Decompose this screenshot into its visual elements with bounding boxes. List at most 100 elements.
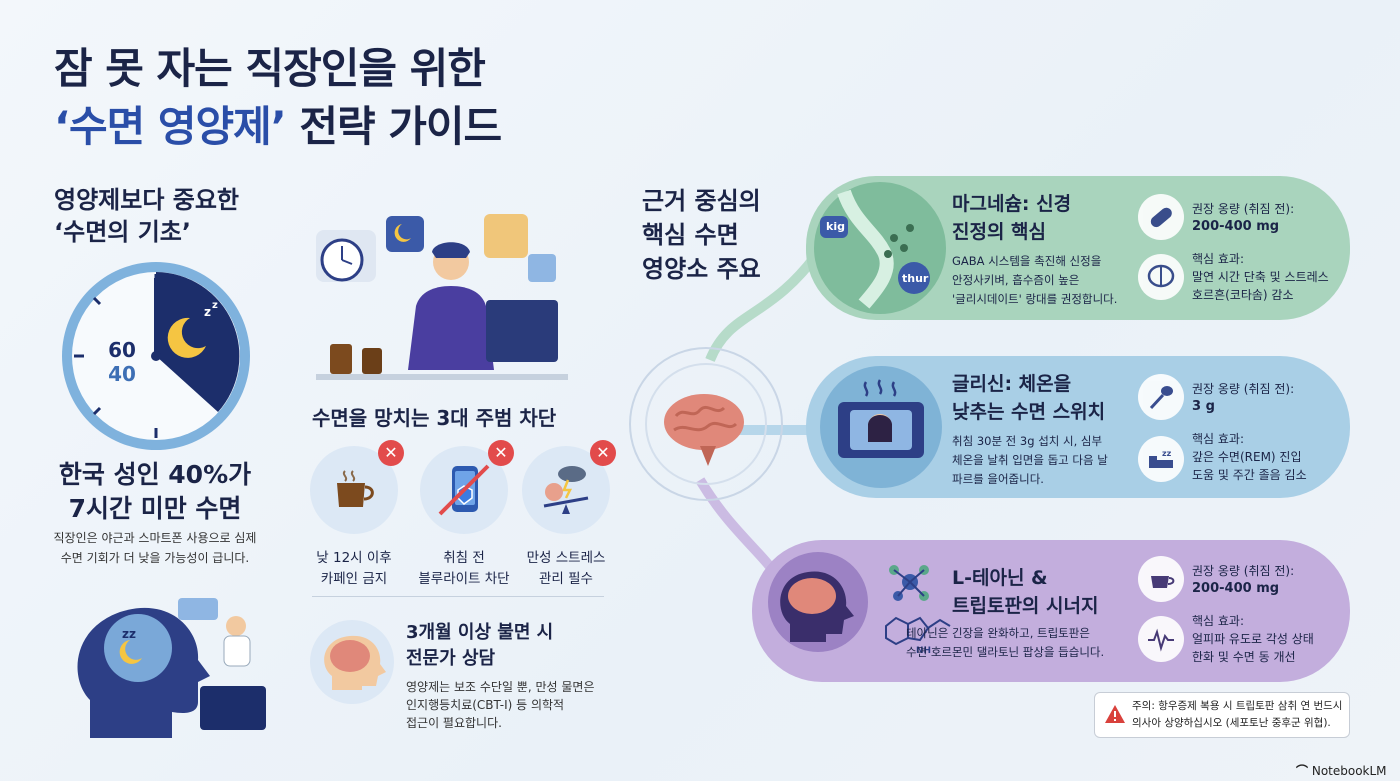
magnesium-title-line1: 마그네슘: 신경: [952, 193, 1072, 215]
sleep-stat-desc: 직장인은 야근과 스마트폰 사용으로 심제 수면 기회가 더 낮을 가능성이 급…: [30, 528, 280, 568]
theanine-effect-label: 핵심 효과:: [1192, 614, 1245, 628]
warning-box: [1094, 692, 1350, 738]
glycine-effect-label: 핵심 효과:: [1192, 432, 1245, 446]
glycine-dose-value: 3 g: [1192, 399, 1215, 414]
foundation-heading-line2: ‘수면의 기초’: [54, 218, 191, 246]
culprit-caffeine-line1: 낮 12시 이후: [316, 550, 392, 566]
forbidden-x-icon: ✕: [378, 440, 404, 466]
magnesium-dose: 권장 옹량 (취짐 전): 200-400 mg: [1192, 200, 1294, 236]
foundation-heading-line1: 영양제보다 중요한: [54, 186, 239, 214]
stress-icon: [543, 466, 589, 514]
bed-icon: zz: [1138, 436, 1184, 482]
head-illustration: zz: [77, 598, 266, 738]
coffee-cup-icon-2: [362, 348, 382, 374]
tea-cup-icon: [1138, 556, 1184, 602]
brainwave-icon: [1138, 616, 1184, 662]
culprit-caffeine-circle: ✕: [310, 440, 404, 534]
culprit-stress-line1: 만성 스트레스: [526, 550, 606, 566]
culprit-bluelight-label: 취침 전 블루라이트 차단: [410, 548, 518, 590]
culprit-stress-line2: 관리 필수: [539, 571, 593, 587]
brain-head-icon: [780, 571, 854, 642]
expert-title-line2: 전문가 상담: [406, 648, 496, 669]
culprit-stress-circle: ✕: [522, 440, 616, 534]
culprit-bluelight-line1: 취침 전: [443, 550, 485, 566]
theanine-effect: 핵심 효과: 얼피파 유도로 각성 상태 한화 및 수면 동 개선: [1192, 612, 1314, 666]
culprit-bluelight-line2: 블루라이트 차단: [418, 571, 510, 587]
glycine-desc-line2: 체온을 날취 입면을 돕고 다음 날: [952, 453, 1108, 467]
culprit-caffeine-line2: 카페인 금지: [320, 571, 388, 587]
magnesium-desc-line1: GABA 시스템을 촉진해 신정을: [952, 254, 1102, 268]
glycine-desc-line3: 파르를 을어줍니다.: [952, 472, 1044, 486]
magnesium-effect: 핵심 효과: 말연 시간 단축 및 스트레스 호르흔(코타솜) 감소: [1192, 250, 1329, 304]
theanine-brain-illustration: [768, 552, 868, 652]
stressed-worker-illustration: [316, 214, 568, 380]
title-line2: ‘수면 영양제’ 전략 가이드: [54, 98, 502, 156]
coffee-icon: [337, 470, 374, 507]
culprit-caffeine-label: 낮 12시 이후 카페인 금지: [306, 548, 402, 590]
glycine-dose-label: 권장 옹량 (취짐 전):: [1192, 382, 1295, 396]
title-line2-rest: 전략 가이드: [285, 102, 502, 151]
glycine-desc-line1: 취침 30분 전 3g 섭치 시, 심부: [952, 434, 1103, 448]
svg-text:z: z: [204, 305, 211, 319]
sleep-stat-line2: 7시간 미만 수면: [68, 494, 242, 523]
culprits-heading: 수면을 망치는 3대 주범 차단: [312, 406, 557, 430]
clock-number-40: 40: [108, 362, 136, 386]
coffee-cup-icon: [330, 344, 352, 374]
brain-head-icon: [324, 635, 386, 690]
foundation-heading: 영양제보다 중요한 ‘수면의 기초’: [54, 184, 239, 248]
magnesium-dose-label: 권장 옹량 (취짐 전):: [1192, 202, 1295, 216]
nutrients-heading-line2: 핵심 수면: [642, 221, 739, 249]
sleep-stat-desc-line1: 직장인은 야근과 스마트폰 사용으로 심제: [53, 531, 257, 545]
magnesium-effect-label: 핵심 효과:: [1192, 252, 1245, 266]
magnesium-desc-line3: '글리시데이트' 랑대를 권정합니다.: [952, 292, 1118, 306]
svg-text:zz: zz: [122, 627, 136, 641]
expert-desc: 영양제는 보조 수단일 뿐, 만성 물면은 인지행등치료(CBT-I) 등 의학…: [406, 678, 595, 732]
molecule-icon: [885, 565, 951, 646]
clock-readout: 60 40: [104, 338, 140, 386]
magnesium-img-label-a: kig: [826, 220, 845, 233]
glycine-effect-line2: 도움 및 주간 졸음 김소: [1192, 468, 1307, 482]
warning-line1: 주의: 항우증제 복용 시 트립토판 삼취 연 번드시: [1132, 700, 1343, 712]
moon-icon: [167, 317, 206, 358]
spoon-icon: [1138, 374, 1184, 420]
theanine-dose-label: 권장 옹량 (취짐 전):: [1192, 564, 1295, 578]
theanine-dose-value: 200-400 mg: [1192, 581, 1280, 596]
notebooklm-logo-icon: ⌒: [1296, 764, 1309, 778]
expert-title-line1: 3개월 이상 불면 시: [406, 622, 554, 643]
magnesium-effect-line1: 말연 시간 단축 및 스트레스: [1192, 270, 1329, 284]
pill-icon: [1138, 194, 1184, 240]
glycine-effect: 핵심 효과: 갚은 수면(REM) 진입 도움 및 주간 졸음 김소: [1192, 430, 1307, 484]
theanine-desc: 테아닌은 긴장을 완화하고, 트립토판은 수면 호르몬민 댈라토닌 팝상을 듭습…: [906, 624, 1104, 662]
moon-icon: [119, 640, 142, 664]
page-title: 잠 못 자는 직장인을 위한 ‘수면 영양제’ 전략 가이드: [54, 40, 502, 156]
monitor-icon: [486, 300, 558, 362]
svg-text:zz: zz: [1162, 449, 1172, 458]
theanine-title-line1: L-테아닌 &: [952, 567, 1048, 589]
culprit-stress: ✕ 만성 스트레스 관리 필수: [516, 440, 616, 590]
culprit-bluelight: ✕ 취침 전 블루라이트 차단: [410, 440, 518, 590]
document-bubble-icon: [484, 214, 528, 258]
nutrients-heading: 근거 중심의 핵심 수면 영양소 주요: [642, 184, 761, 286]
magnesium-illustration: kig thur: [814, 182, 946, 314]
title-line1: 잠 못 자는 직장인을 위한: [54, 44, 486, 93]
section-divider: [312, 596, 604, 597]
svg-text:z: z: [212, 300, 218, 311]
glycine-dose: 권장 옹량 (취짐 전): 3 g: [1192, 380, 1294, 416]
theanine-effect-line2: 한화 및 수면 동 개선: [1192, 650, 1296, 664]
expert-desc-line2: 인지행등치료(CBT-I) 등 의학적: [406, 698, 565, 712]
title-highlight: ‘수면 영양제’: [54, 102, 287, 151]
doctor-icon: [226, 616, 246, 636]
brain-outline-icon: [1138, 254, 1184, 300]
magnesium-dose-value: 200-400 mg: [1192, 219, 1280, 234]
chat-bubble-icon: [528, 254, 556, 282]
glycine-effect-line1: 갚은 수면(REM) 진입: [1192, 450, 1302, 464]
magnesium-desc-line2: 안정사키벼, 흡수즘이 높은: [952, 273, 1080, 287]
magnesium-desc: GABA 시스템을 촉진해 신정을 안정사키벼, 흡수즘이 높은 '글리시데이트…: [952, 252, 1117, 309]
warning-text: 주의: 항우증제 복용 시 트립토판 삼취 연 번드시 의사아 상양하십시오 (…: [1132, 698, 1346, 732]
theanine-title-line2: 트립토판의 시너지: [952, 595, 1099, 617]
theanine-effect-line1: 얼피파 유도로 각성 상태: [1192, 632, 1314, 646]
theanine-dose: 권장 옹량 (취짐 전): 200-400 mg: [1192, 562, 1294, 598]
culprit-caffeine: ✕ 낮 12시 이후 카페인 금지: [306, 440, 404, 590]
phone-icon: [438, 464, 490, 516]
forbidden-x-icon: ✕: [590, 440, 616, 466]
